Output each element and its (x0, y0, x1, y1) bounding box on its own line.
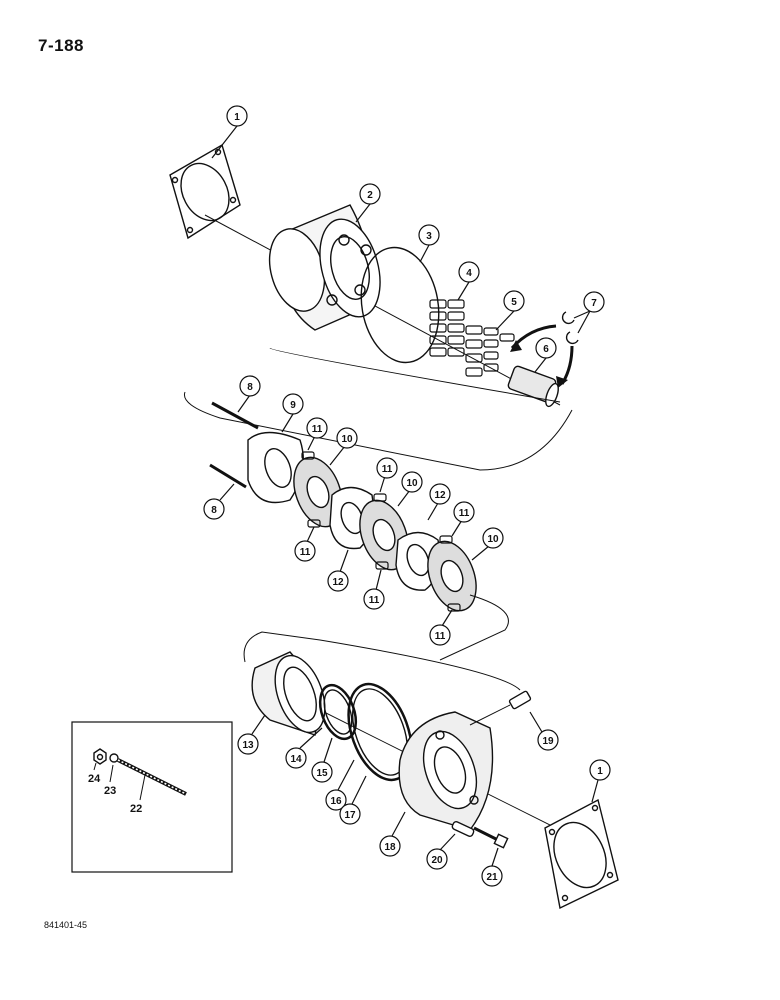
callout-label: 11 (382, 464, 393, 475)
hardware-inset (93, 748, 187, 796)
piston-seal-outer (347, 682, 413, 782)
gasket-bottom (544, 798, 619, 910)
brake-cover (398, 711, 494, 831)
callout-bubble (226, 105, 248, 127)
friction-disc-1 (293, 456, 343, 528)
callout-label: 10 (341, 434, 353, 445)
figure-code: 841401-45 (44, 920, 88, 930)
splined-shaft (507, 365, 559, 408)
callout-label: 1 (597, 766, 603, 777)
group-outline-middle (183, 391, 573, 471)
dowel-pin-upper (211, 401, 259, 430)
callout-label: 17 (344, 810, 356, 821)
callout-label: 8 (211, 505, 217, 516)
callout-label: 5 (511, 297, 517, 308)
retaining-ring-b (565, 331, 579, 345)
spring-set-outer (429, 299, 483, 377)
small-springs (301, 451, 461, 612)
callout-label: 15 (316, 768, 328, 779)
bleeder-fitting (469, 690, 532, 726)
axis-line-top (204, 214, 561, 406)
inset-label-nut: 24 (88, 773, 101, 785)
callout-label: 21 (486, 872, 498, 883)
callout-label: 3 (426, 231, 432, 242)
gasket-top (169, 143, 241, 240)
friction-disc-3 (427, 540, 477, 612)
callout-label: 18 (384, 842, 396, 853)
callout-label: 11 (459, 508, 470, 519)
callout-label: 2 (367, 190, 373, 201)
spring-set-inner (483, 327, 515, 372)
guide-pin (451, 821, 475, 837)
inset-label-washer: 23 (104, 785, 116, 797)
callout-label: 10 (487, 534, 499, 545)
callout-label: 9 (290, 400, 296, 411)
callout-label: 11 (435, 631, 446, 642)
callout-label: 13 (242, 740, 254, 751)
callout-label: 11 (369, 595, 380, 606)
callout-label: 14 (290, 754, 302, 765)
inset-label-stud: 22 (130, 803, 142, 815)
cap-screw (473, 826, 509, 849)
callout-label: 4 (466, 268, 472, 279)
retaining-ring-a (561, 311, 575, 325)
callout-label: 11 (300, 547, 311, 558)
group-outline-lower (243, 631, 521, 691)
piston (251, 651, 326, 736)
callout-label: 7 (591, 298, 597, 309)
nut-icon (93, 748, 107, 765)
callout-label: 20 (431, 855, 443, 866)
dowel-pin-lower (209, 463, 247, 489)
brake-housing (268, 204, 381, 331)
callout-label: 10 (406, 478, 418, 489)
callout-label: 12 (434, 490, 446, 501)
friction-disc-2 (359, 499, 409, 571)
callout-label: 8 (247, 382, 253, 393)
callout-label: 11 (312, 424, 323, 435)
o-ring-large (360, 246, 440, 364)
page-number: 7-188 (38, 36, 84, 55)
callout-label: 19 (542, 736, 554, 747)
inset-box (71, 721, 233, 873)
callout-label: 1 (234, 112, 240, 123)
callout-label: 12 (332, 577, 344, 588)
callout-label: 16 (330, 796, 342, 807)
washer-icon (109, 753, 119, 763)
callout-label: 6 (543, 344, 549, 355)
